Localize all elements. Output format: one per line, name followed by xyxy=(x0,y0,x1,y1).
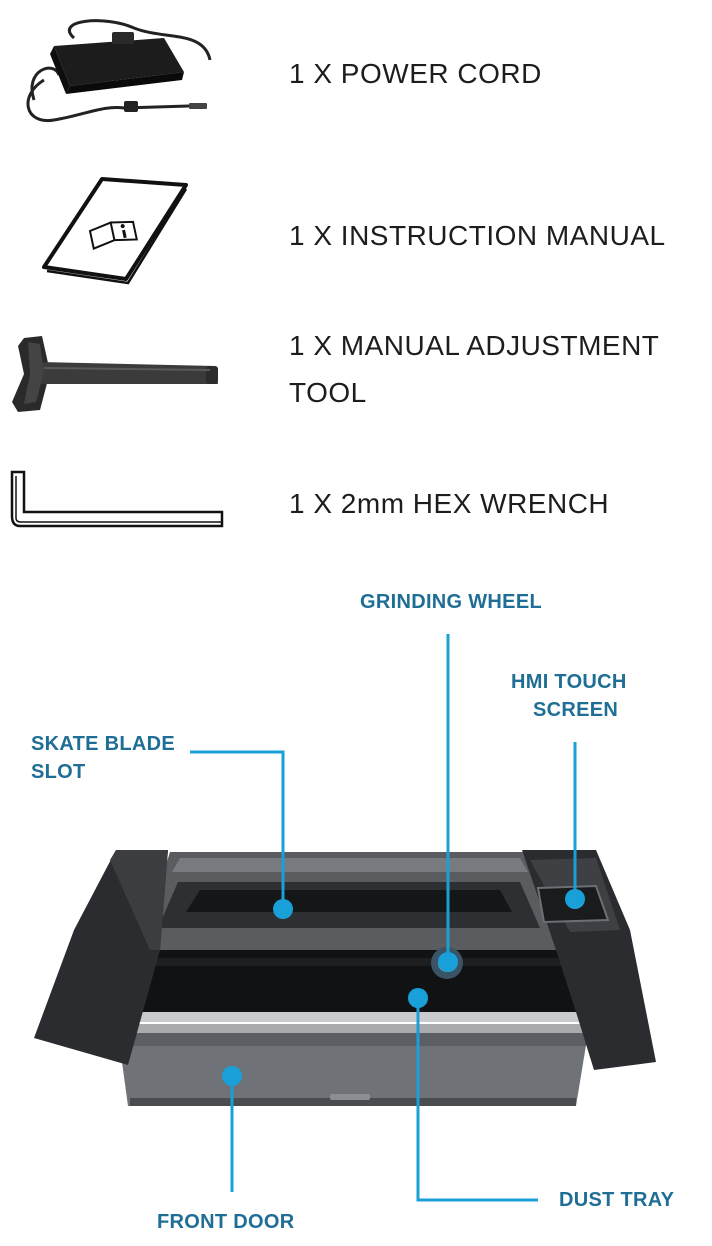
item-power-cord-text: 1 X POWER CORD xyxy=(289,58,542,89)
callout-dot-grinding-wheel xyxy=(438,952,458,972)
adjustment-tool-icon xyxy=(10,332,225,417)
callout-dot-hmi xyxy=(565,889,585,909)
callout-hmi-line2: SCREEN xyxy=(533,699,619,721)
power-adapter-icon xyxy=(14,10,214,130)
callout-hmi-line1: HMI TOUCH xyxy=(511,671,627,693)
item-hex-wrench-text: 1 X 2mm HEX WRENCH xyxy=(289,488,610,519)
manual-booklet-icon xyxy=(40,175,190,285)
callout-front-door: FRONT DOOR xyxy=(157,1211,295,1233)
item-instruction-manual-text: 1 X INSTRUCTION MANUAL xyxy=(289,220,666,251)
callout-grinding-wheel: GRINDING WHEEL xyxy=(360,591,542,613)
skate-sharpener-machine xyxy=(0,560,712,1246)
callout-dust-tray: DUST TRAY xyxy=(559,1189,675,1211)
hex-wrench-icon xyxy=(6,468,228,532)
item-adjustment-tool-line1: 1 X MANUAL ADJUSTMENT xyxy=(289,330,660,361)
callout-dot-dust-tray xyxy=(408,988,428,1008)
callout-skate-blade-line2: SLOT xyxy=(31,761,86,783)
callout-dot-front-door xyxy=(222,1066,242,1086)
callout-skate-blade-line1: SKATE BLADE xyxy=(31,733,176,755)
item-adjustment-tool-line2: TOOL xyxy=(289,377,367,408)
callout-dot-skate-slot xyxy=(273,899,293,919)
